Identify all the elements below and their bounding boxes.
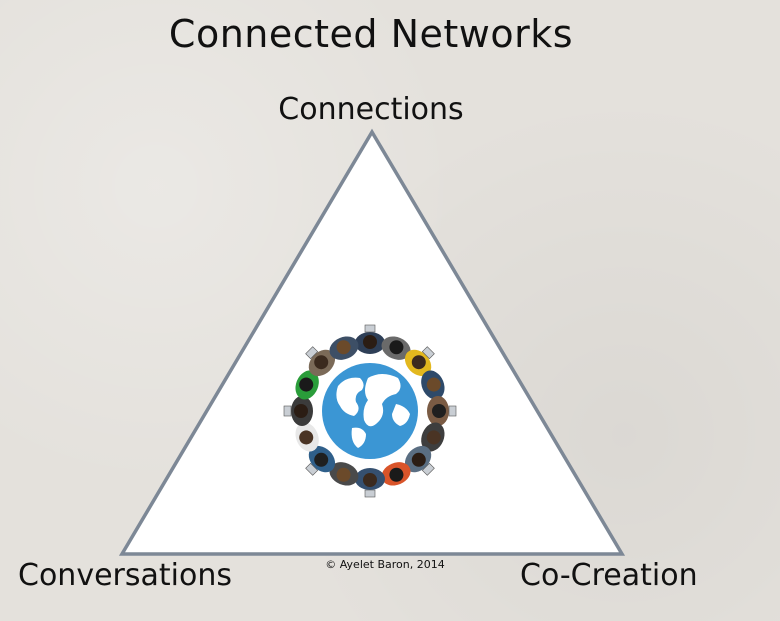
- person: [381, 462, 411, 486]
- globe-land: [363, 374, 401, 427]
- person: [355, 468, 385, 498]
- vertex-label-co-creation: Co-Creation: [520, 558, 698, 593]
- globe-land: [336, 377, 364, 416]
- person: [305, 445, 336, 476]
- people-circle: [283, 324, 457, 498]
- person: [305, 346, 336, 377]
- person: [421, 370, 445, 400]
- person: [355, 324, 385, 354]
- person: [329, 462, 359, 486]
- person: [295, 370, 319, 400]
- person: [283, 396, 313, 426]
- globe-land: [392, 404, 410, 426]
- globe-icon: [322, 363, 418, 459]
- person: [295, 422, 319, 452]
- vertex-label-connections: Connections: [278, 92, 464, 127]
- slide-title: Connected Networks: [168, 12, 574, 56]
- person: [329, 336, 359, 360]
- person: [421, 422, 445, 452]
- vertex-label-conversations: Conversations: [18, 558, 232, 593]
- copyright-notice: © Ayelet Baron, 2014: [325, 558, 445, 571]
- person: [404, 445, 435, 476]
- person: [381, 336, 411, 360]
- globe-land: [351, 427, 366, 448]
- person: [404, 346, 435, 377]
- person: [427, 396, 457, 426]
